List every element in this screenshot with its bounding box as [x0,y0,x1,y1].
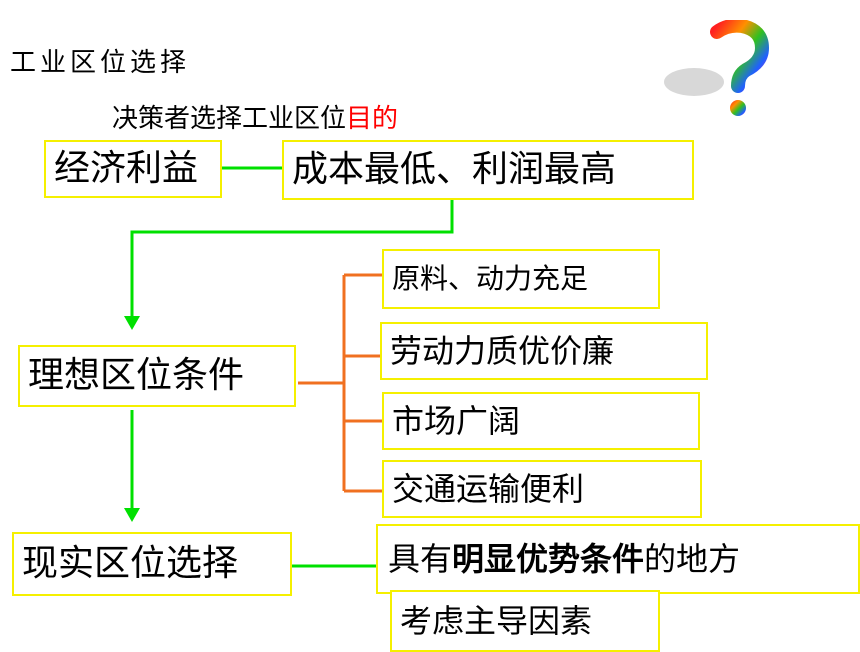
advantage-part2: 的地方 [644,540,741,578]
question-mark-icon [664,20,770,116]
node-advantage-place: 具有明显优势条件的地方 [376,524,860,594]
arrowhead-real [124,508,140,522]
condition-item: 交通运输便利 [382,460,702,518]
connector-cost-ideal [130,200,454,318]
node-dominant-factor: 考虑主导因素 [390,590,660,652]
page-title: 工业区位选择 [10,48,191,78]
purpose-prefix: 决策者选择工业区位 [112,104,347,134]
condition-item: 劳动力质优价廉 [380,322,708,380]
node-cost-profit: 成本最低、利润最高 [282,140,694,200]
node-economic-benefit: 经济利益 [44,140,222,198]
node-ideal-conditions: 理想区位条件 [18,345,296,407]
advantage-part1: 具有 [388,540,453,578]
condition-item: 市场广阔 [382,392,700,450]
condition-item: 原料、动力充足 [382,249,660,309]
decision-purpose: 决策者选择工业区位目的 [112,98,398,135]
arrowhead-ideal [124,316,140,330]
purpose-highlight: 目的 [346,104,399,134]
advantage-bold: 明显优势条件 [452,540,645,578]
node-real-choice: 现实区位选择 [12,532,292,596]
